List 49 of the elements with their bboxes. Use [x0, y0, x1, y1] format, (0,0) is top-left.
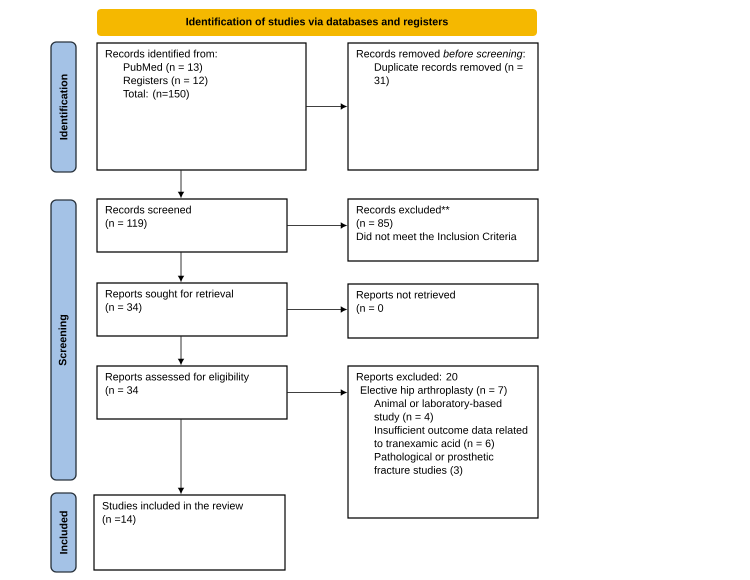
- phase-tab: [50, 199, 77, 481]
- box-text: Duplicate records removed (n = 31): [374, 62, 523, 86]
- phase-label: Screening: [58, 314, 68, 366]
- arrow: [287, 390, 347, 396]
- arrow: [287, 222, 347, 228]
- process-box: [96, 282, 288, 337]
- box-text: Reports assessed for eligibility: [106, 372, 250, 383]
- box-text: Insufficient outcome data related to tranexamic acid (n = 6): [374, 426, 528, 450]
- arrow: [178, 252, 184, 282]
- phase-label: Identification: [60, 74, 68, 140]
- box-text: PubMed (n = 13): [124, 62, 202, 73]
- box-text: Studies included in the review: [102, 502, 244, 510]
- process-box: [347, 42, 539, 171]
- arrow: [178, 170, 184, 198]
- phase-tab: [50, 492, 77, 573]
- process-box: [93, 494, 286, 571]
- box-text: Elective hip arthroplasty (n = 7): [360, 386, 507, 396]
- banner-title: Identification of studies via databases and registers: [186, 18, 448, 28]
- process-box: [96, 198, 288, 253]
- section-banner: [97, 9, 537, 36]
- box-text: Total: (n=150): [123, 90, 189, 100]
- box-text: Reports excluded: 20: [356, 372, 458, 383]
- box-text: Pathological or prosthetic fracture studies (3): [374, 452, 494, 476]
- box-text: (n = 119): [106, 218, 147, 229]
- arrow: [287, 306, 347, 312]
- box-text: Animal or laboratory-based study (n = 4): [374, 399, 502, 423]
- process-box: [347, 198, 539, 262]
- box-text: Records identified from:: [106, 50, 217, 58]
- arrow: [306, 104, 347, 110]
- process-box: [347, 283, 539, 339]
- box-text: (n =14): [102, 514, 136, 525]
- arrow: [178, 336, 184, 365]
- phase-label: Included: [60, 511, 68, 554]
- box-text: Reports not retrieved: [356, 290, 455, 301]
- arrow: [178, 419, 184, 494]
- box-text: Records removed before screening:: [356, 50, 525, 60]
- process-box: [96, 365, 288, 420]
- box-text: Records screened: [106, 206, 191, 214]
- box-text: Did not meet the Inclusion Criteria: [356, 232, 517, 240]
- box-text: Registers (n = 12): [124, 76, 208, 86]
- process-box: [347, 365, 539, 519]
- process-box: [96, 42, 307, 171]
- box-text: (n = 34): [106, 302, 142, 313]
- phase-tab: [50, 41, 77, 173]
- box-text: (n = 34: [106, 386, 138, 396]
- box-text: Reports sought for retrieval: [106, 290, 233, 300]
- box-text: (n = 85): [356, 218, 392, 229]
- box-text: (n = 0: [356, 304, 384, 314]
- box-text: Records excluded**: [356, 206, 450, 214]
